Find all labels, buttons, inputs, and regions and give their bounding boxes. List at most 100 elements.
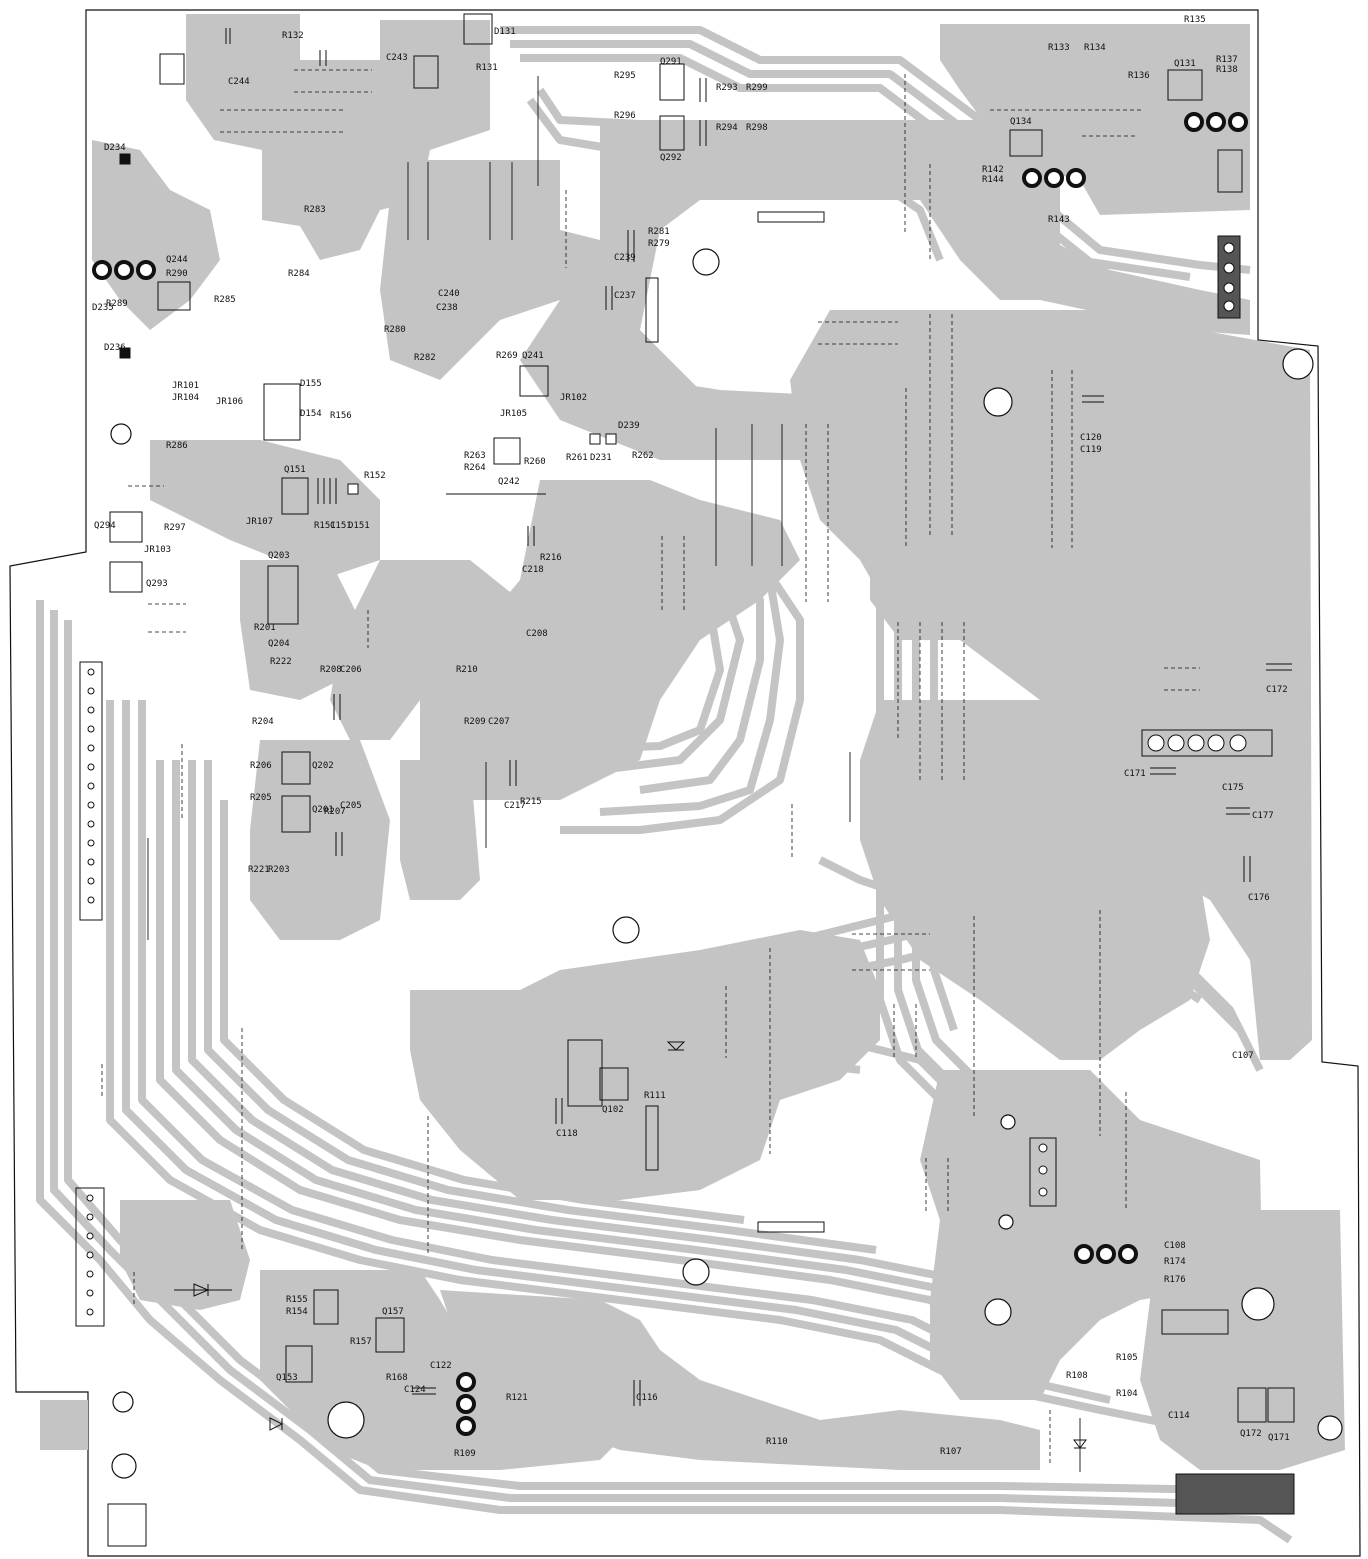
label-R294: R294: [716, 123, 738, 133]
jumper-wires: [101, 69, 1200, 1466]
label-C206: C206: [340, 665, 362, 675]
label-D234: D234: [104, 143, 126, 153]
label-Q201: Q201: [312, 805, 334, 815]
label-R135: R135: [1184, 15, 1206, 25]
label-Q293: Q293: [146, 579, 168, 589]
label-R137: R137: [1216, 55, 1238, 65]
label-JR106: JR106: [216, 397, 243, 407]
label-Q157: Q157: [382, 1307, 404, 1317]
label-R151: R151: [314, 521, 336, 531]
label-R264: R264: [464, 463, 486, 473]
label-JR104: JR104: [172, 393, 199, 403]
label-C118: C118: [556, 1129, 578, 1139]
label-R201: R201: [254, 623, 276, 633]
label-Q291: Q291: [660, 57, 682, 67]
label-R110: R110: [766, 1437, 788, 1447]
label-R132: R132: [282, 31, 304, 41]
label-D131: D131: [494, 27, 516, 37]
component-marks: [119, 28, 1292, 1449]
label-C151: C151: [330, 521, 352, 531]
label-R221: R221: [248, 865, 270, 875]
label-D239: D239: [618, 421, 640, 431]
label-C107: C107: [1232, 1051, 1254, 1061]
label-C114: C114: [1168, 1411, 1190, 1421]
label-C171: C171: [1124, 769, 1146, 779]
label-C172: C172: [1266, 685, 1288, 695]
label-C124: C124: [404, 1385, 426, 1395]
label-JR102: JR102: [560, 393, 587, 403]
label-D235: D235: [92, 303, 114, 313]
label-R208: R208: [320, 665, 342, 675]
label-Q294: Q294: [94, 521, 116, 531]
label-R156: R156: [330, 411, 352, 421]
label-R168: R168: [386, 1373, 408, 1383]
label-C177: C177: [1252, 811, 1274, 821]
label-Q204: Q204: [268, 639, 290, 649]
label-R131: R131: [476, 63, 498, 73]
label-R155: R155: [286, 1295, 308, 1305]
solid-wires: [147, 76, 1081, 1472]
label-R154: R154: [286, 1307, 308, 1317]
label-C175: C175: [1222, 783, 1244, 793]
mounting-holes: [110, 248, 1343, 1479]
label-R215: R215: [520, 797, 542, 807]
label-R134: R134: [1084, 43, 1106, 53]
label-R297: R297: [164, 523, 186, 533]
label-D231: D231: [590, 453, 612, 463]
label-R281: R281: [648, 227, 670, 237]
label-R206: R206: [250, 761, 272, 771]
label-C240: C240: [438, 289, 460, 299]
label-R144: R144: [982, 175, 1004, 185]
traces-right: [419, 26, 1264, 1244]
label-R109: R109: [454, 1449, 476, 1459]
label-Q134: Q134: [1010, 117, 1032, 127]
label-R260: R260: [524, 457, 546, 467]
label-R282: R282: [414, 353, 436, 363]
label-R216: R216: [540, 553, 562, 563]
label-C122: C122: [430, 1361, 452, 1371]
label-R174: R174: [1164, 1257, 1186, 1267]
label-JR105: JR105: [500, 409, 527, 419]
label-Q171: Q171: [1268, 1433, 1290, 1443]
label-R279: R279: [648, 239, 670, 249]
label-R299: R299: [746, 83, 768, 93]
label-Q244: Q244: [166, 255, 188, 265]
label-R209: R209: [464, 717, 486, 727]
label-Q241: Q241: [522, 351, 544, 361]
label-R142: R142: [982, 165, 1004, 175]
label-R136: R136: [1128, 71, 1150, 81]
label-C218: C218: [522, 565, 544, 575]
label-Q292: Q292: [660, 153, 682, 163]
label-R133: R133: [1048, 43, 1070, 53]
label-C217: C217: [504, 801, 526, 811]
label-C239: C239: [614, 253, 636, 263]
label-D151: D151: [348, 521, 370, 531]
label-R108: R108: [1066, 1371, 1088, 1381]
label-Q202: Q202: [312, 761, 334, 771]
label-C243: C243: [386, 53, 408, 63]
label-JR103: JR103: [144, 545, 171, 555]
label-R295: R295: [614, 71, 636, 81]
label-R104: R104: [1116, 1389, 1138, 1399]
label-R262: R262: [632, 451, 654, 461]
label-R203: R203: [268, 865, 290, 875]
label-R207: R207: [324, 807, 346, 817]
label-R293: R293: [716, 83, 738, 93]
label-R157: R157: [350, 1337, 372, 1347]
label-JR101: JR101: [172, 381, 199, 391]
label-C116: C116: [636, 1393, 658, 1403]
label-Q102: Q102: [602, 1105, 624, 1115]
label-C205: C205: [340, 801, 362, 811]
label-R121: R121: [506, 1393, 528, 1403]
label-C208: C208: [526, 629, 548, 639]
label-R269: R269: [496, 351, 518, 361]
component-outlines: [75, 13, 1295, 1547]
label-D236: D236: [104, 343, 126, 353]
label-C238: C238: [436, 303, 458, 313]
label-R204: R204: [252, 717, 274, 727]
label-C119: C119: [1080, 445, 1102, 455]
label-R205: R205: [250, 793, 272, 803]
label-C237: C237: [614, 291, 636, 301]
label-R107: R107: [940, 1447, 962, 1457]
